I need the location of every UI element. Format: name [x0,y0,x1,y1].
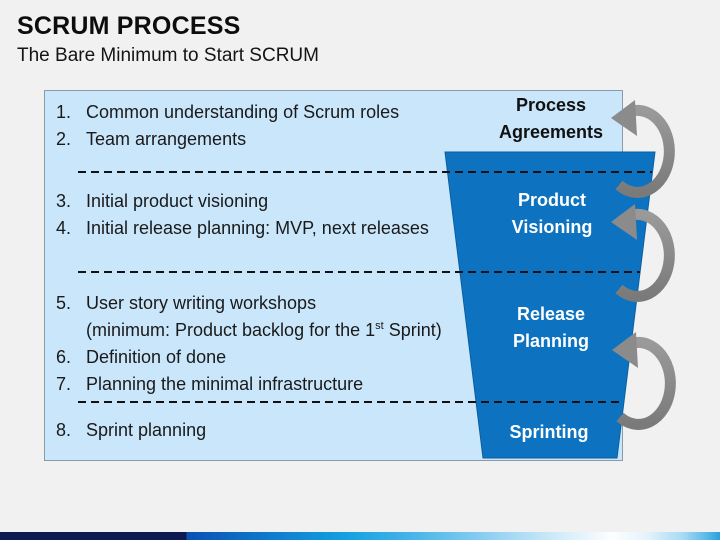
cycle-arrows [611,100,676,430]
list-item-text: Common understanding of Scrum roles [86,102,400,122]
stage-label-process-agreements: Process Agreements [446,92,656,146]
section-divider-1 [78,171,652,173]
list-item-text: Planning the minimal infrastructure [86,374,364,394]
stage-label-line: Sprinting [509,422,589,442]
stage-label-release-planning: Release Planning [446,301,656,355]
slide-title: SCRUM PROCESS [17,12,241,40]
list-section-release-planning: 5. User story writing workshops (minimum… [56,290,442,398]
list-item-text: Initial product visioning [86,191,269,211]
list-item-text: Team arrangements [86,129,247,149]
superscript-st: st [375,320,384,332]
list-item-number: 8. [56,420,72,440]
stage-label-sprinting: Sprinting [444,419,654,446]
list-item-number: 5. [56,293,72,313]
list-section-product-visioning: 3. Initial product visioning 4. Initial … [56,188,429,242]
list-item: 4. Initial release planning: MVP, next r… [56,215,429,242]
list-item-text: Definition of done [86,347,227,367]
list-item: 5. User story writing workshops [56,290,442,317]
list-item-text: Sprint planning [86,420,207,440]
cycle-arrow-icon [612,332,676,430]
stage-label-line: Process [515,95,587,115]
list-section-sprinting: 8. Sprint planning [56,417,206,444]
section-divider-3 [78,401,624,403]
stage-label-line: Visioning [511,217,593,237]
list-item: 1. Common understanding of Scrum roles [56,99,399,126]
list-section-process-agreements: 1. Common understanding of Scrum roles 2… [56,99,399,153]
stage-label-product-visioning: Product Visioning [447,187,657,241]
list-item: 7. Planning the minimal infrastructure [56,371,442,398]
list-item-text: Initial release planning: MVP, next rele… [86,218,429,238]
list-item: 2. Team arrangements [56,126,399,153]
list-item-text: (minimum: Product backlog for the 1st Sp… [86,320,442,340]
list-item-number: 7. [56,374,72,394]
list-item-number-spacer [56,317,86,344]
stage-label-line: Planning [513,331,589,351]
list-item: 6. Definition of done [56,344,442,371]
list-item-number: 4. [56,218,72,238]
funnel-shape [444,151,656,459]
section-divider-2 [78,271,640,273]
slide-subtitle: The Bare Minimum to Start SCRUM [17,45,319,66]
stage-label-line: Agreements [498,122,604,142]
list-item-continuation: (minimum: Product backlog for the 1st Sp… [56,317,442,344]
cycle-arrow-icon [611,100,675,198]
stage-label-line: Release [516,304,586,324]
list-item-number: 3. [56,191,72,211]
stage-label-line: Product [517,190,586,210]
list-item: 8. Sprint planning [56,417,206,444]
list-item-text: User story writing workshops [86,293,317,313]
list-item: 3. Initial product visioning [56,188,429,215]
list-item-number: 2. [56,129,72,149]
list-item-number: 1. [56,102,72,122]
list-item-number: 6. [56,347,72,367]
footer-accent-bar [0,532,720,540]
cycle-arrow-icon [611,204,675,302]
